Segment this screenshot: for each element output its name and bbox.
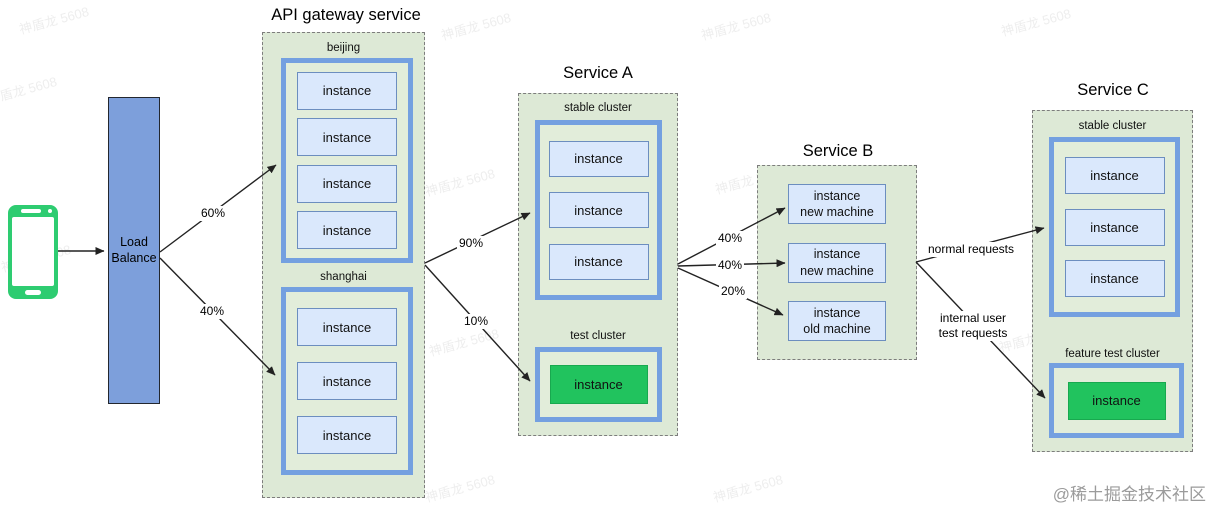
instance-label: instance	[813, 189, 861, 203]
service-a-test-cluster-box: instance	[535, 347, 662, 422]
edge-label-line1: internal user	[939, 311, 1007, 325]
shanghai-cluster-box: instance instance instance	[281, 287, 413, 475]
instance-box: instance	[297, 164, 397, 203]
feature-test-cluster-label: feature test cluster	[1065, 348, 1160, 360]
phone-camera-dot	[48, 209, 52, 213]
shanghai-cluster-label: shanghai	[320, 271, 367, 283]
instance-box: instance	[297, 416, 397, 454]
instance-sublabel: new machine	[800, 205, 874, 220]
phone-home-button	[25, 290, 41, 295]
instance-box: instance	[548, 192, 649, 228]
instance-box: instance	[297, 308, 397, 346]
edge-label-20: 20%	[718, 284, 748, 299]
instance-box: instance	[1064, 208, 1165, 246]
stable-cluster-label: stable cluster	[1078, 120, 1147, 132]
smartphone-icon	[8, 205, 58, 299]
community-credit: @稀土掘金技术社区	[1052, 485, 1206, 504]
service-a-container: stable cluster instance instance instanc…	[518, 93, 678, 436]
instance-box: instance new machine	[788, 184, 886, 225]
edge-label-internal-user-test-requests: internal user test requests	[936, 311, 1010, 341]
instance-sublabel: old machine	[803, 321, 871, 336]
test-instance-box: instance	[1067, 381, 1166, 420]
load-balancer-label: Load Balance	[111, 234, 157, 265]
service-a-stable-cluster-box: instance instance instance	[535, 120, 662, 300]
test-instance-box: instance	[549, 365, 648, 404]
service-b-container: instance new machine instance new machin…	[757, 165, 917, 360]
instance-sublabel: new machine	[800, 263, 874, 278]
service-c-title: Service C	[1077, 81, 1149, 99]
edge-label-normal-requests: normal requests	[925, 242, 1017, 257]
service-a-title: Service A	[563, 64, 633, 82]
phone-speaker	[21, 209, 41, 213]
beijing-cluster-label: beijing	[326, 42, 361, 54]
edge-label-40: 40%	[197, 304, 227, 319]
edge-label-60: 60%	[198, 206, 228, 221]
edge-label-10: 10%	[461, 314, 491, 329]
edge-label-90: 90%	[456, 236, 486, 251]
api-gateway-title: API gateway service	[271, 6, 421, 24]
edge-label-40-b1: 40%	[715, 231, 745, 246]
phone-screen	[12, 217, 54, 286]
instance-box: instance	[1064, 260, 1165, 298]
instance-box: instance old machine	[788, 300, 886, 341]
instance-box: instance	[297, 118, 397, 157]
instance-box: instance	[297, 71, 397, 110]
edge-label-40-b2: 40%	[715, 258, 745, 273]
edge-label-line2: test requests	[938, 326, 1008, 340]
load-balancer-box: Load Balance	[108, 97, 160, 404]
api-gateway-container: beijing instance instance instance insta…	[262, 32, 425, 498]
instance-box: instance	[548, 140, 649, 177]
instance-box: instance	[297, 211, 397, 250]
test-cluster-label: test cluster	[570, 330, 626, 342]
instance-box: instance	[297, 362, 397, 400]
service-c-container: stable cluster instance instance instanc…	[1032, 110, 1193, 452]
instance-box: instance new machine	[788, 242, 886, 283]
instance-box: instance	[1064, 156, 1165, 194]
instance-label: instance	[813, 305, 861, 320]
service-b-title: Service B	[802, 142, 874, 160]
beijing-cluster-box: instance instance instance instance	[281, 58, 413, 263]
stable-cluster-label: stable cluster	[564, 102, 632, 114]
instance-box: instance	[548, 243, 649, 280]
service-c-feature-test-cluster-box: instance	[1049, 363, 1184, 438]
service-c-stable-cluster-box: instance instance instance	[1049, 137, 1180, 317]
instance-label: instance	[813, 247, 861, 262]
